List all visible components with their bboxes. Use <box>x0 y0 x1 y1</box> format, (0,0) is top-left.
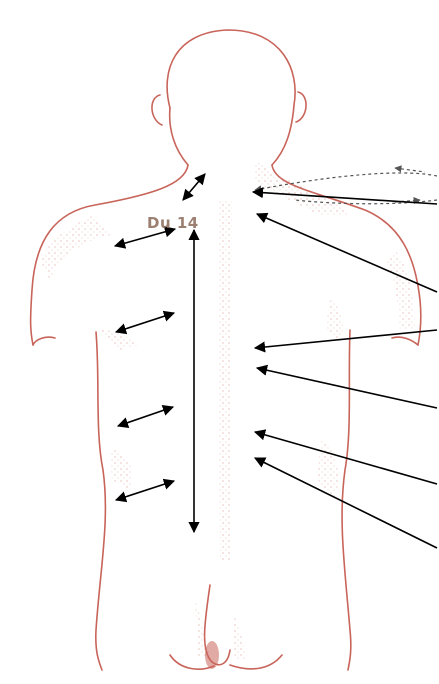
right-ear <box>296 92 306 122</box>
left-ear <box>152 95 162 125</box>
buttocks-red <box>205 641 219 669</box>
pointer-arrow-2 <box>257 214 437 292</box>
pointer-arrow-4 <box>257 368 437 408</box>
right-torso <box>342 330 351 670</box>
pointer-arrow-1 <box>253 192 437 204</box>
left-torso <box>96 332 106 670</box>
double-arrow-mid-back <box>118 407 173 426</box>
double-arrow-upper-back <box>116 313 174 332</box>
body-shading <box>40 160 415 662</box>
point-label-du14: Du 14 <box>147 214 199 232</box>
head-outline <box>167 30 295 165</box>
pointer-arrow-5 <box>255 432 437 484</box>
pointer-arrows <box>253 192 437 548</box>
pointer-arrow-6 <box>255 458 437 548</box>
double-arrow-neck <box>183 174 205 200</box>
